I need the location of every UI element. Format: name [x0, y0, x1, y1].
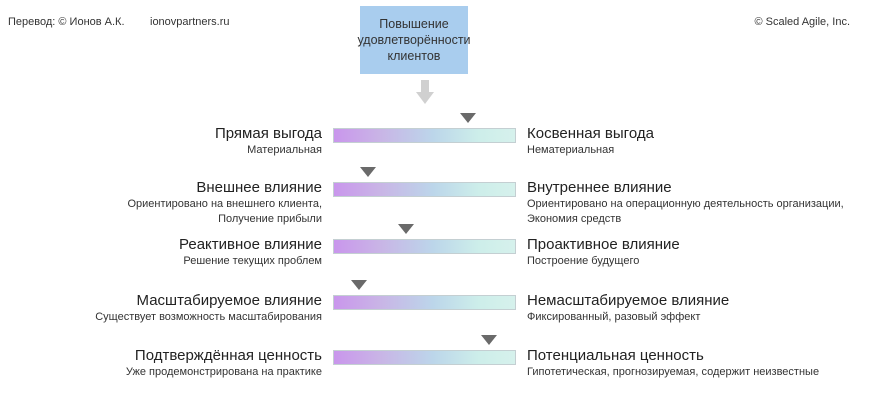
site-link[interactable]: ionovpartners.ru — [150, 16, 230, 28]
goal-box: Повышение удовлетворённости клиентов — [357, 6, 471, 74]
left-subtitle: Уже продемонстрирована на практике — [125, 366, 322, 378]
right-subtitle: Гипотетическая, прогнозируемая, содержит… — [527, 366, 820, 378]
left-title: Подтверждённая ценность — [134, 347, 322, 364]
left-pole: Внешнее влияние Ориентировано на внешнег… — [127, 179, 322, 227]
left-title: Масштабируемое влияние — [136, 292, 322, 309]
scale-bar — [333, 239, 516, 254]
goal-label: Повышение удовлетворённости клиентов — [357, 17, 471, 63]
right-title: Косвенная выгода — [527, 125, 654, 142]
left-title: Реактивное влияние — [179, 236, 322, 253]
position-marker-icon — [460, 113, 477, 123]
position-marker-icon — [359, 167, 376, 177]
right-subtitle: Ориентировано на операционную деятельнос… — [527, 198, 844, 225]
position-marker-icon — [398, 224, 415, 234]
position-marker-icon — [480, 335, 497, 345]
scale-bar — [333, 350, 516, 365]
right-subtitle: Фиксированный, разовый эффект — [527, 311, 701, 323]
left-title: Внешнее влияние — [196, 179, 322, 196]
left-title: Прямая выгода — [214, 125, 322, 142]
right-title: Немасштабируемое влияние — [527, 292, 730, 309]
right-title: Внутреннее влияние — [527, 179, 672, 196]
down-arrow-icon — [416, 80, 434, 104]
right-pole: Немасштабируемое влияние Фиксированный, … — [527, 292, 729, 325]
right-title: Потенциальная ценность — [527, 347, 704, 364]
right-pole: Косвенная выгода Нематериальная — [527, 125, 654, 158]
left-subtitle: Решение текущих проблем — [183, 255, 322, 267]
left-pole: Прямая выгода Материальная — [215, 125, 322, 158]
left-pole: Реактивное влияние Решение текущих пробл… — [179, 236, 322, 269]
position-marker-icon — [350, 280, 367, 290]
left-pole: Подтверждённая ценность Уже продемонстри… — [126, 347, 322, 380]
scale-bar — [333, 128, 516, 143]
right-pole: Внутреннее влияние Ориентировано на опер… — [527, 179, 844, 227]
right-pole: Потенциальная ценность Гипотетическая, п… — [527, 347, 819, 380]
scale-bar — [333, 182, 516, 197]
right-subtitle: Нематериальная — [527, 144, 615, 156]
left-subtitle: Ориентировано на внешнего клиента, Получ… — [127, 198, 322, 225]
copyright: © Scaled Agile, Inc. — [754, 16, 850, 28]
translator-credit: Перевод: © Ионов А.К. — [8, 16, 125, 28]
scale-bar — [333, 295, 516, 310]
left-pole: Масштабируемое влияние Существует возмож… — [95, 292, 322, 325]
right-title: Проактивное влияние — [527, 236, 680, 253]
right-subtitle: Построение будущего — [527, 255, 640, 267]
left-subtitle: Материальная — [247, 144, 322, 156]
left-subtitle: Существует возможность масштабирования — [95, 311, 322, 323]
right-pole: Проактивное влияние Построение будущего — [527, 236, 680, 269]
